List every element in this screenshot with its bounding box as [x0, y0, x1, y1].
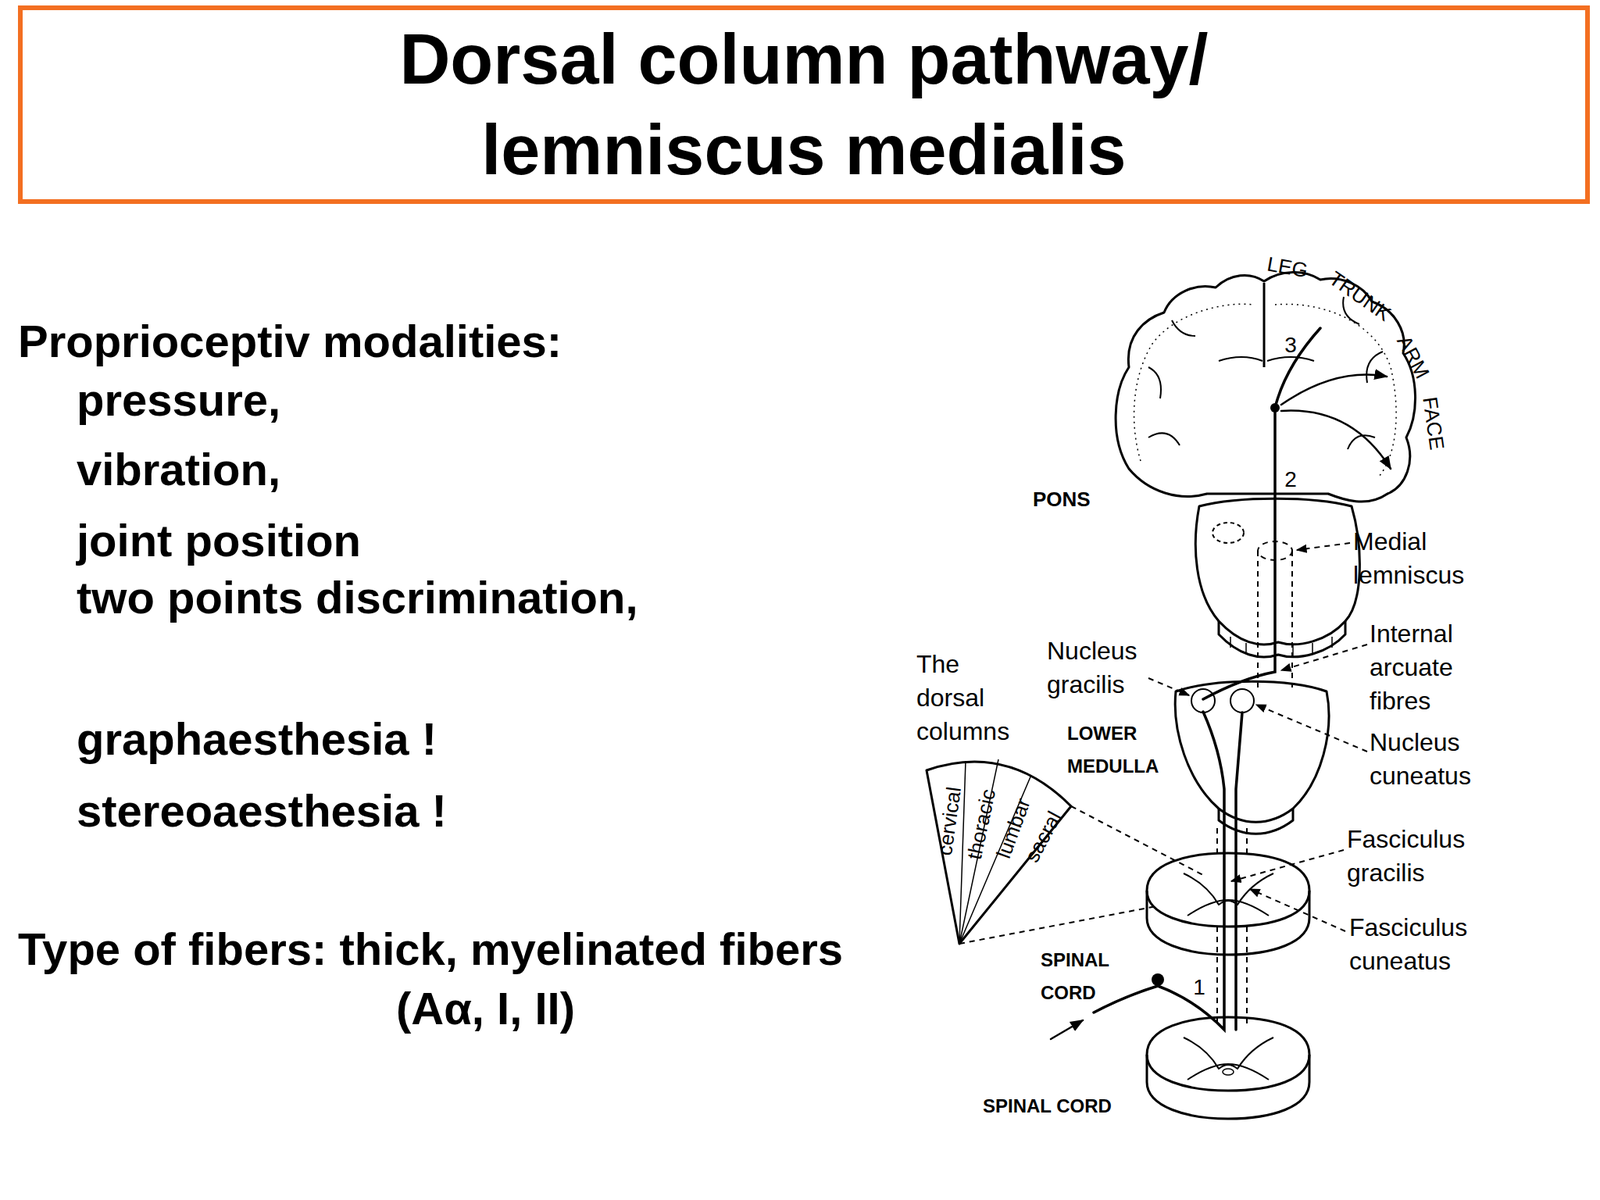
cortex-arrow — [1281, 375, 1387, 405]
thalamic-cell — [1270, 403, 1280, 413]
pons-ridges — [1230, 636, 1333, 657]
first-neuron-parallel — [1235, 712, 1243, 1030]
pons-slab — [1218, 621, 1346, 658]
neuron-number: 3 — [1284, 333, 1297, 358]
list-item: vibration, — [76, 442, 281, 497]
cord-upper-grey — [1183, 873, 1274, 916]
structure-label: Fasciculus gracilis — [1346, 822, 1476, 890]
third-neuron — [1275, 328, 1321, 408]
structure-label: PONS — [1032, 486, 1091, 512]
column-tract — [1217, 828, 1247, 1024]
leader-gracilis — [1148, 678, 1190, 696]
cord-lower-grey — [1183, 1037, 1274, 1080]
pons-tract — [1212, 522, 1244, 543]
fiber-type-text: Type of fibers: thick, myelinated fibers… — [17, 919, 917, 1039]
medulla-slab — [1218, 808, 1293, 834]
leader-cuneatus — [1256, 704, 1368, 752]
cortex-arrow — [1281, 410, 1391, 469]
list-item: joint position — [76, 513, 361, 568]
fan-leader — [959, 806, 1204, 944]
body-region-label: FACE — [1417, 395, 1449, 451]
leader-fasc-cuneatus — [1250, 889, 1346, 932]
cord-lower-top — [1146, 1017, 1310, 1091]
structure-label: Internal arcuate fibres — [1369, 617, 1472, 718]
structure-label: SPINAL CORD — [982, 1093, 1112, 1119]
second-neuron — [1203, 410, 1275, 700]
brain-fissure — [1263, 282, 1266, 368]
title-box: Dorsal column pathway/ lemniscus mediali… — [17, 5, 1590, 204]
structure-label: Medial lemniscus — [1353, 525, 1486, 593]
leader-medial-lemniscus — [1296, 542, 1350, 550]
central-canal — [1222, 1068, 1234, 1075]
ganglion-stalk — [1157, 979, 1160, 988]
leader-fasc-gracilis — [1231, 850, 1344, 882]
structure-label: LOWER MEDULLA — [1067, 717, 1173, 783]
brain-gyri — [1148, 296, 1383, 450]
brain-cortex-inner — [1134, 303, 1397, 477]
list-item: graphaesthesia ! — [76, 711, 437, 767]
structure-label: Fasciculus cuneatus — [1349, 910, 1479, 979]
pons-outline — [1195, 498, 1360, 645]
structure-label: The dorsal columns — [916, 647, 1018, 749]
structure-label: Nucleus gracilis — [1046, 634, 1157, 702]
list-item: stereoaesthesia ! — [76, 783, 447, 839]
input-arrow — [1050, 1020, 1083, 1040]
neuron-number: 2 — [1284, 467, 1297, 492]
dorsal-columns-fan — [926, 761, 1072, 944]
structure-label: Nucleus cuneatus — [1369, 725, 1487, 793]
nucleus-cuneatus — [1230, 689, 1254, 713]
list-item: pressure, — [76, 372, 281, 428]
structure-label: SPINAL CORD — [1040, 943, 1123, 1010]
medulla-outline — [1175, 681, 1329, 822]
list-item: two points discrimination, — [76, 570, 639, 625]
heading-text: Proprioceptiv modalities: — [17, 314, 562, 369]
neuron-number: 1 — [1192, 975, 1206, 1000]
title-text: Dorsal column pathway/ lemniscus mediali… — [276, 14, 1332, 196]
cord-upper-top — [1146, 853, 1310, 927]
nucleus-gracilis — [1191, 689, 1215, 713]
leader-arcuate — [1281, 644, 1368, 671]
